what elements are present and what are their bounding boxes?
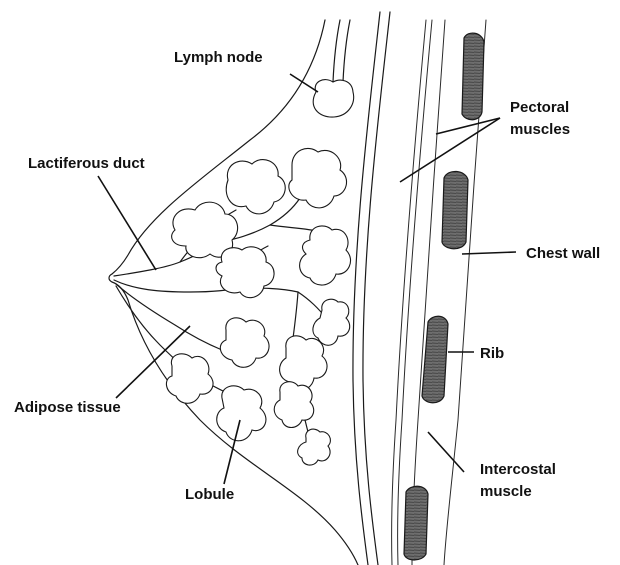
label-adipose-tissue: Adipose tissue — [14, 399, 121, 416]
leader-lines — [98, 74, 516, 484]
label-lobule: Lobule — [185, 486, 234, 503]
label-rib: Rib — [480, 345, 504, 362]
leader-pectoral-1 — [436, 118, 500, 134]
label-lymph-node: Lymph node — [174, 49, 263, 66]
label-intercostal-muscle-line1: Intercostal — [480, 461, 556, 478]
ribs — [404, 33, 484, 560]
lobules — [166, 148, 350, 465]
lymph-node — [313, 20, 353, 117]
label-intercostal-muscle-line2: muscle — [480, 483, 532, 500]
leader-chest-wall — [462, 252, 516, 254]
leader-lymph-node — [290, 74, 318, 92]
label-lactiferous-duct: Lactiferous duct — [28, 155, 145, 172]
label-pectoral-muscles-line2: muscles — [510, 121, 570, 138]
label-pectoral-muscles-line1: Pectoral — [510, 99, 569, 116]
leader-intercostal-muscle — [428, 432, 464, 472]
label-chest-wall: Chest wall — [526, 245, 600, 262]
